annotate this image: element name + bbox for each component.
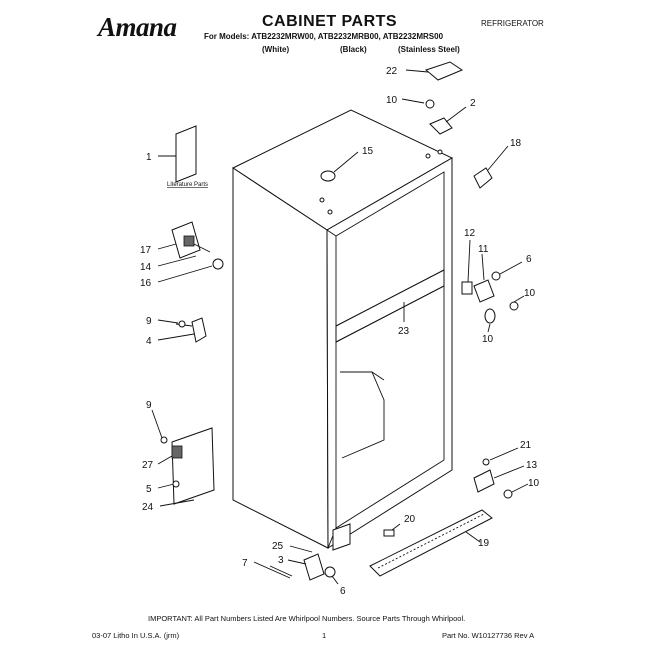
callout-3: 3: [278, 555, 284, 566]
callout-18: 18: [510, 138, 522, 149]
page-title: CABINET PARTS: [262, 13, 398, 30]
liner-shelf: [340, 371, 385, 459]
callout-6-b: 6: [340, 586, 346, 597]
part-1-literature: [175, 125, 197, 183]
part-10-screw-top: [425, 99, 435, 109]
variant-black: (Black): [340, 45, 367, 54]
part-9-screw-b: [160, 436, 168, 444]
part-13-bottom-hinge: [473, 469, 495, 493]
callout-10-d: 10: [528, 478, 540, 489]
footer-print-info: 03-07 Litho In U.S.A. (jrm): [92, 631, 180, 640]
part-6-washer-bottom: [324, 566, 336, 578]
footer-important-note: IMPORTANT: All Part Numbers Listed Are W…: [148, 614, 466, 623]
part-12-bracket: [461, 281, 473, 295]
callout-10-a: 10: [386, 95, 398, 106]
callout-1: 1: [146, 152, 152, 163]
callout-7: 7: [242, 558, 248, 569]
callout-15: 15: [362, 146, 374, 157]
category-label: REFRIGERATOR: [481, 19, 544, 28]
callout-2: 2: [470, 98, 476, 109]
callout-17: 17: [140, 245, 152, 256]
cabinet-base-corner: [332, 523, 351, 551]
cabinet-front-side: [326, 157, 453, 549]
part-21-screw: [482, 458, 490, 466]
part-11-center-hinge: [473, 279, 495, 303]
callout-20: 20: [404, 514, 416, 525]
part-14-pin: [183, 235, 195, 247]
callout-25: 25: [272, 541, 284, 552]
callout-24: 24: [142, 502, 154, 513]
part-16-bushing: [212, 258, 224, 270]
callout-23: 23: [398, 326, 410, 337]
part-15-plug: [320, 170, 336, 182]
callout-27: 27: [142, 460, 154, 471]
part-3-leveler: [303, 553, 325, 581]
callout-9-a: 9: [146, 316, 152, 327]
part-10-screw-low: [484, 308, 496, 324]
footer-page-number: 1: [322, 631, 327, 640]
callout-9-b: 9: [146, 400, 152, 411]
models-line: For Models: ATB2232MRW00, ATB2232MRB00, …: [204, 32, 444, 41]
callout-10-b: 10: [524, 288, 536, 299]
part-24-panel: [171, 427, 215, 505]
callout-13: 13: [526, 460, 538, 471]
footer-part-number: Part No. W10127736 Rev A: [442, 631, 535, 640]
part-22-hinge-cover: [424, 61, 464, 81]
callout-22: 22: [386, 66, 398, 77]
callout-14: 14: [140, 262, 152, 273]
cabinet-left-side: [232, 167, 329, 549]
part-10-screw-mid: [509, 301, 519, 311]
callout-21: 21: [520, 440, 532, 451]
part-18-bracket: [473, 167, 493, 189]
callout-6-a: 6: [526, 254, 532, 265]
brand-logo: Amana: [98, 12, 177, 42]
part-4-stop: [191, 317, 207, 343]
callout-4: 4: [146, 336, 152, 347]
part-6-washer-mid: [491, 271, 501, 281]
callout-19: 19: [478, 538, 490, 549]
part-9-screw: [178, 320, 186, 328]
variant-white: (White): [262, 45, 290, 54]
part-19-toe-grille: [369, 509, 493, 577]
callout-10-c: 10: [482, 334, 494, 345]
cabinet-body: [231, 109, 454, 551]
callout-5: 5: [146, 484, 152, 495]
callout-16: 16: [140, 278, 152, 289]
literature-parts-label: Literature Parts: [167, 182, 208, 188]
fresh-food-opening: [335, 285, 445, 529]
part-20-clip: [383, 529, 395, 537]
callout-12: 12: [464, 228, 476, 239]
part-10-screw-bottom: [503, 489, 513, 499]
variant-stainless: (Stainless Steel): [398, 45, 460, 54]
part-27-clip: [171, 445, 183, 459]
part-5-screw: [172, 480, 180, 488]
callout-11: 11: [478, 244, 489, 255]
